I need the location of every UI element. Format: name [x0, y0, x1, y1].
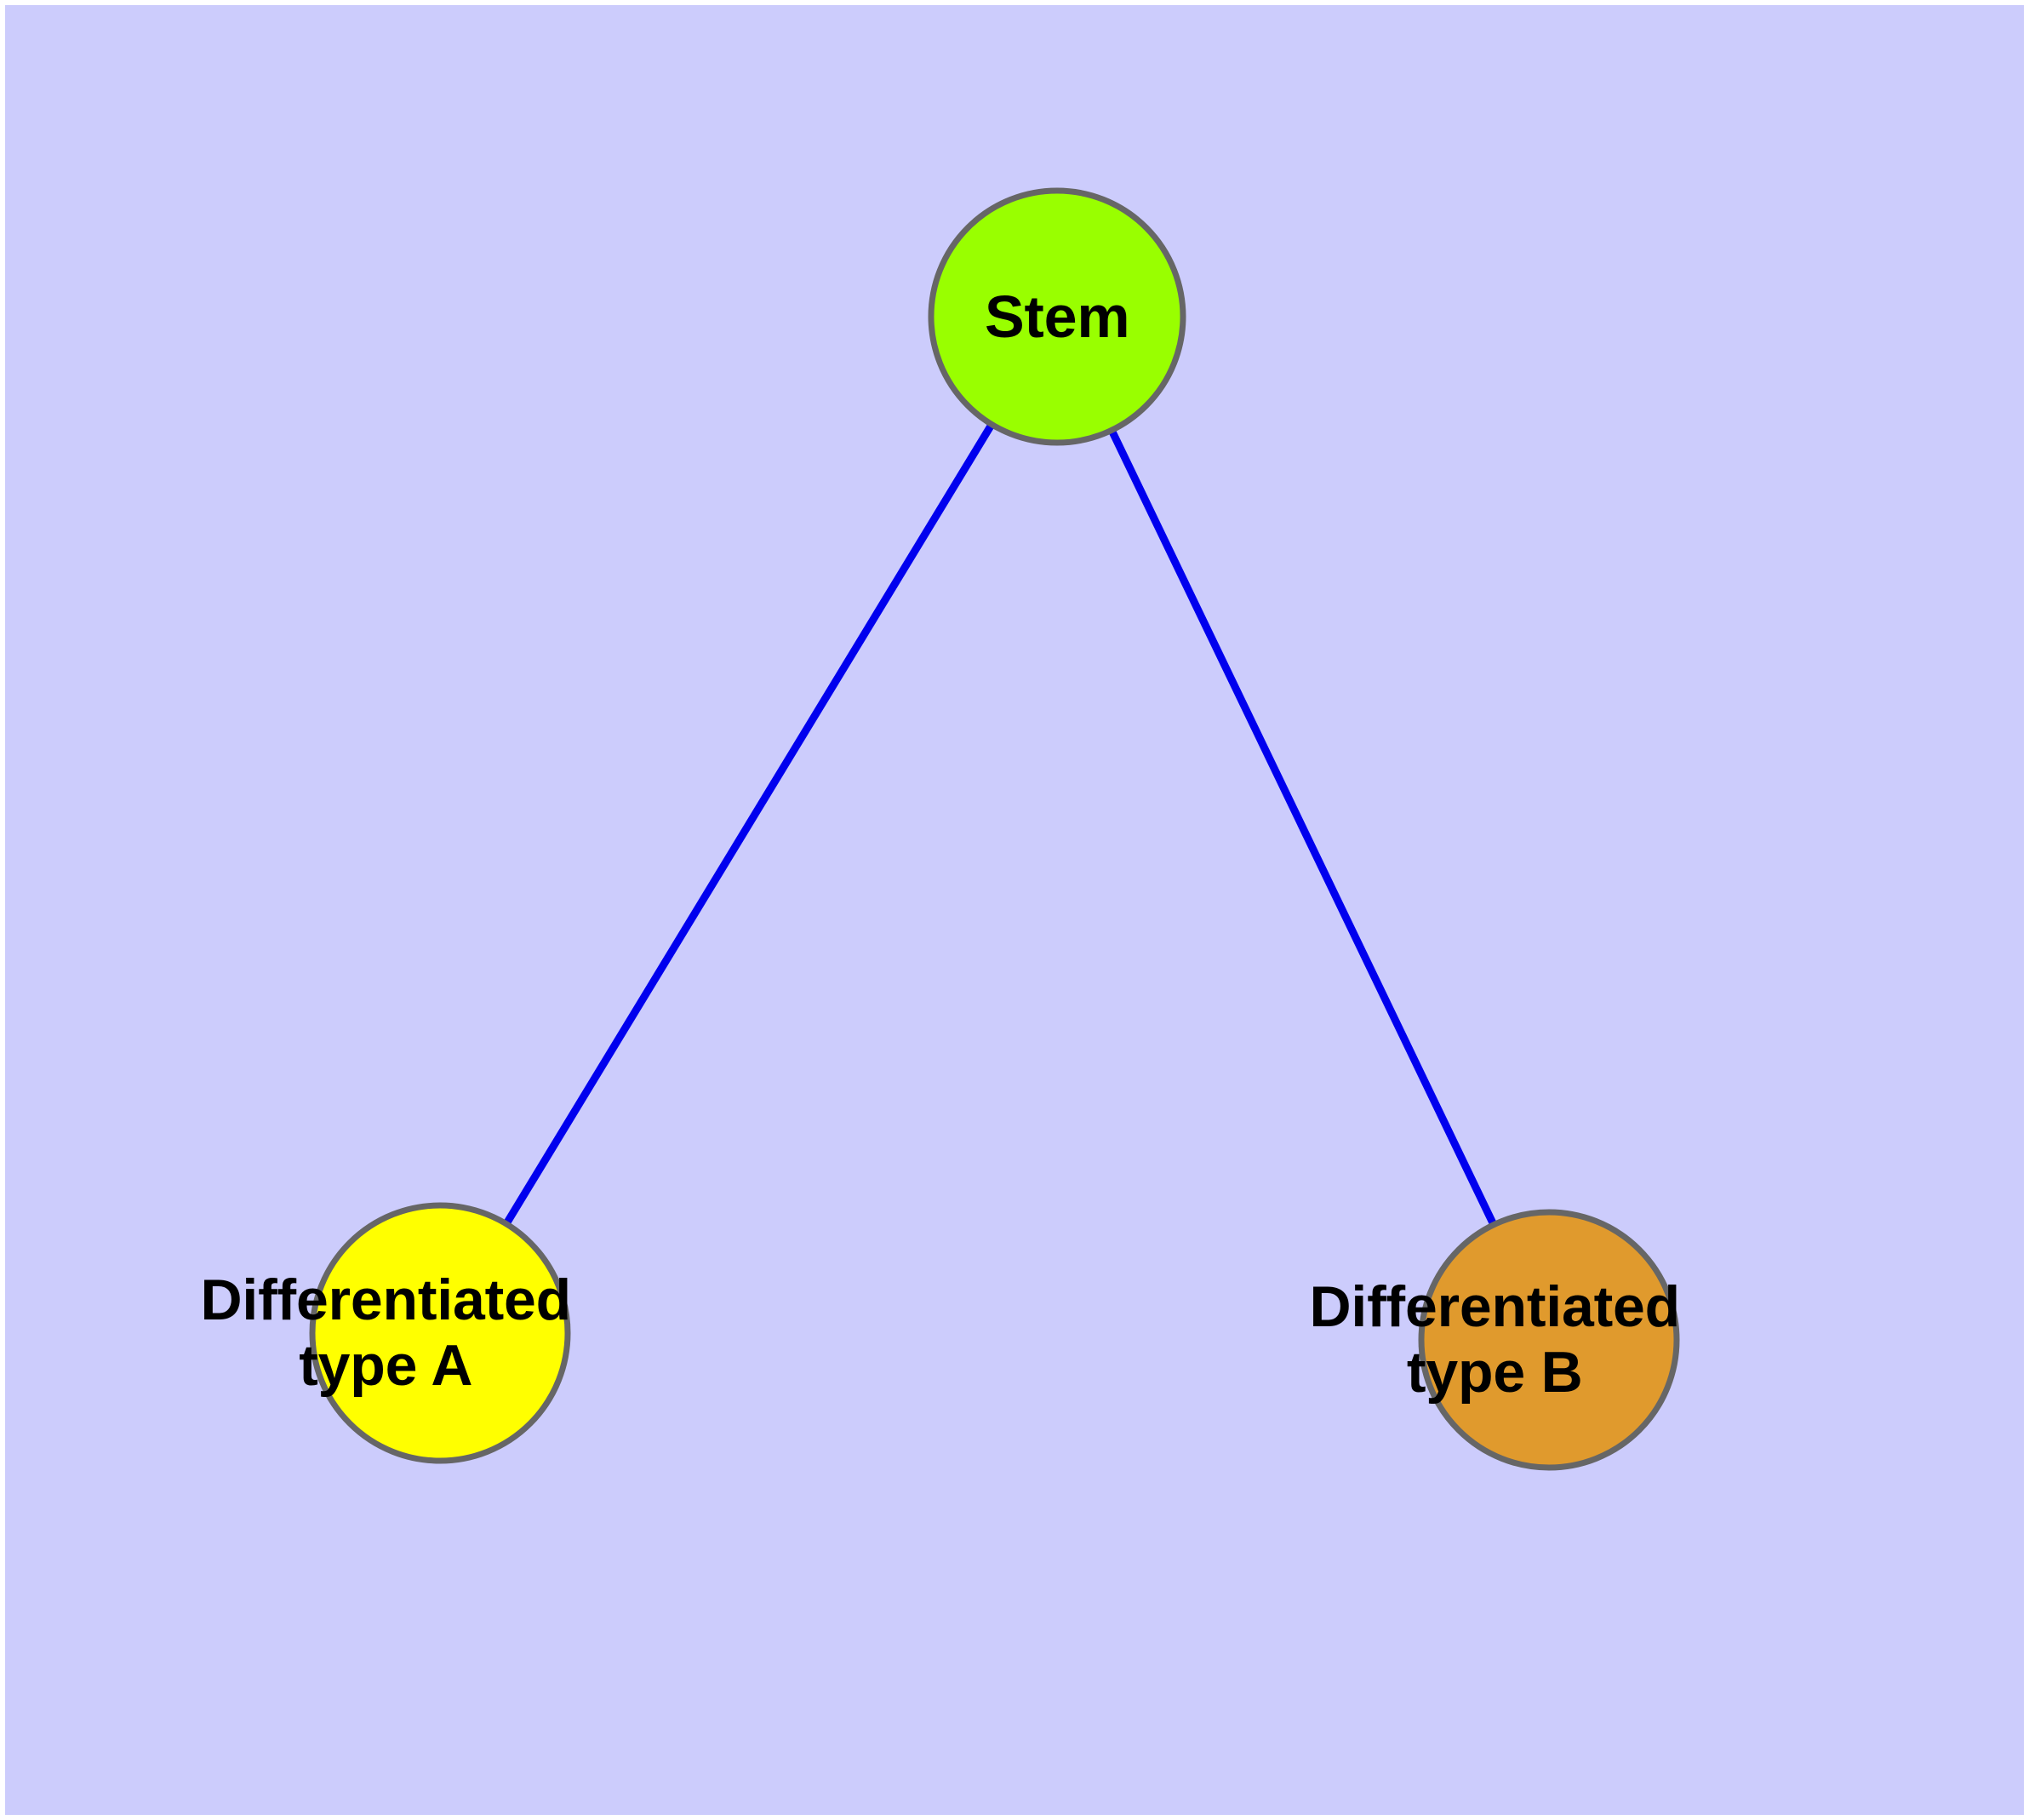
- graph-edge-stem-to-diff-a[interactable]: [503, 422, 996, 1227]
- graph-node-diff-b[interactable]: [1418, 1209, 1680, 1471]
- graph-svg: [309, 187, 1680, 1471]
- graph-edge-stem-to-diff-b[interactable]: [1108, 428, 1498, 1227]
- edge-layer: [503, 422, 1498, 1227]
- node-layer: [309, 187, 1680, 1471]
- graph-node-stem[interactable]: [928, 187, 1186, 446]
- graph-node-diff-a[interactable]: [309, 1202, 571, 1464]
